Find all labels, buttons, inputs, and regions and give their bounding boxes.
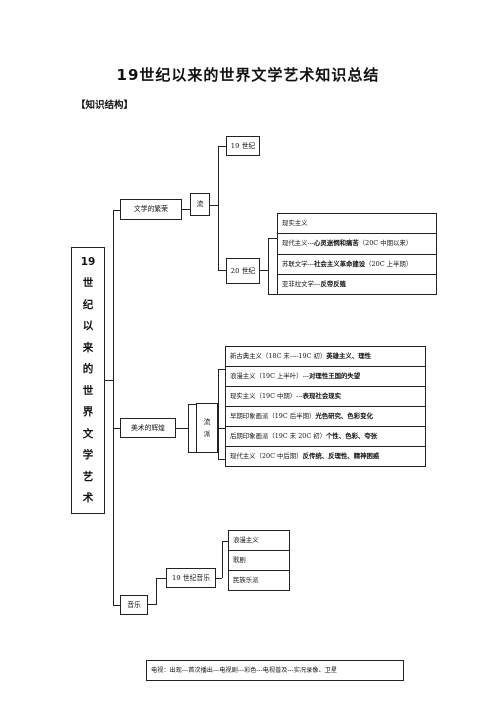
- connector: [222, 541, 223, 578]
- connector: [148, 604, 156, 605]
- literature-20c-box: 20 世纪: [226, 258, 260, 284]
- connector: [105, 380, 113, 381]
- connector: [113, 210, 114, 606]
- connector: [182, 209, 190, 210]
- connector: [188, 452, 196, 453]
- root-char: 19: [80, 256, 96, 268]
- connector: [156, 578, 166, 579]
- root-char: 界: [82, 406, 94, 419]
- music-19c-box: 19 世纪音乐: [166, 568, 216, 588]
- art-liupai-char: 派: [203, 430, 211, 438]
- art-box: 美术的辉煌: [120, 418, 176, 438]
- music-list: 浪漫主义 歌剧 民族乐派: [228, 530, 290, 591]
- connector: [218, 270, 226, 271]
- connector: [218, 369, 225, 370]
- art-list: 新古典主义（18C 末----19C 初）英雄主义、理性 浪漫主义（19C 上半…: [225, 346, 426, 467]
- list-item: 现代主义---心灵迷惘和痛苦（20C 中期以来）: [278, 234, 436, 255]
- literature-box: 文学的繁荣: [120, 199, 182, 220]
- connector: [268, 294, 277, 295]
- root-char: 的: [82, 363, 94, 376]
- root-char: 纪: [82, 298, 94, 311]
- literature-liu-box: 流: [190, 193, 210, 216]
- connector: [218, 146, 219, 270]
- root-char: 文: [82, 427, 94, 440]
- music-box: 音乐: [120, 595, 148, 615]
- literature-list: 现实主义 现代主义---心灵迷惘和痛苦（20C 中期以来） 苏联文学---社会主…: [277, 213, 437, 295]
- tv-text: 电视：出现---首次播出---电视剧---彩色---电视普及---实况录像、卫星: [151, 666, 338, 674]
- connector: [218, 369, 219, 459]
- tv-box: 电视：出现---首次播出---电视剧---彩色---电视普及---实况录像、卫星: [146, 660, 404, 681]
- root-char: 艺: [82, 470, 94, 483]
- connector: [210, 205, 218, 206]
- connector: [113, 605, 120, 606]
- list-item: 后期印象画派（19C 末 20C 初）个性、色彩、夸张: [226, 427, 425, 447]
- connector: [113, 428, 120, 429]
- connector: [268, 238, 277, 239]
- connector: [188, 404, 196, 405]
- connector: [188, 404, 189, 452]
- root-char: 以: [82, 320, 94, 333]
- list-item: 浪漫主义（19C 上半叶）---对理性王国的失望: [226, 367, 425, 387]
- root-char: 来: [82, 341, 94, 354]
- list-item: 现实主义: [278, 214, 436, 234]
- list-item: 苏联文学---社会主义革命建设（20C 上半期）: [278, 255, 436, 275]
- connector: [216, 578, 222, 579]
- literature-19c-box: 19 世纪: [226, 136, 260, 156]
- connector: [156, 578, 157, 605]
- root-box: 19 世 纪 以 来 的 世 界 文 学 艺 术: [71, 247, 105, 514]
- root-char: 世: [82, 384, 94, 397]
- section-heading: 【知识结构】: [76, 100, 134, 111]
- list-item: 现实主义（19C 中期）---表现社会现实: [226, 387, 425, 407]
- connector: [218, 428, 225, 429]
- list-item: 现代主义（20C 中后期）反传统、反理性、精神困惑: [230, 451, 380, 460]
- connector: [260, 270, 268, 271]
- list-item: 早期印象画派（19C 后半期）光色研究、色彩变化: [226, 407, 425, 427]
- list-item: 亚非拉文学---反帝反殖: [282, 279, 346, 288]
- list-item: 新古典主义（18C 末----19C 初）英雄主义、理性: [226, 347, 425, 367]
- list-item: 民族乐派: [233, 575, 259, 584]
- root-char: 术: [82, 492, 94, 505]
- root-char: 世: [82, 277, 94, 290]
- connector: [113, 210, 120, 211]
- connector: [218, 146, 226, 147]
- art-liupai-box: 流 派: [196, 403, 218, 453]
- root-char: 学: [82, 449, 94, 462]
- page-title: 19世纪以来的世界文学艺术知识总结: [116, 66, 380, 84]
- connector: [268, 238, 269, 294]
- art-liupai-char: 流: [203, 417, 211, 426]
- connector: [222, 541, 228, 542]
- connector: [176, 428, 188, 429]
- list-item: 浪漫主义: [229, 531, 289, 551]
- list-item: 歌剧: [229, 551, 289, 571]
- connector: [218, 459, 225, 460]
